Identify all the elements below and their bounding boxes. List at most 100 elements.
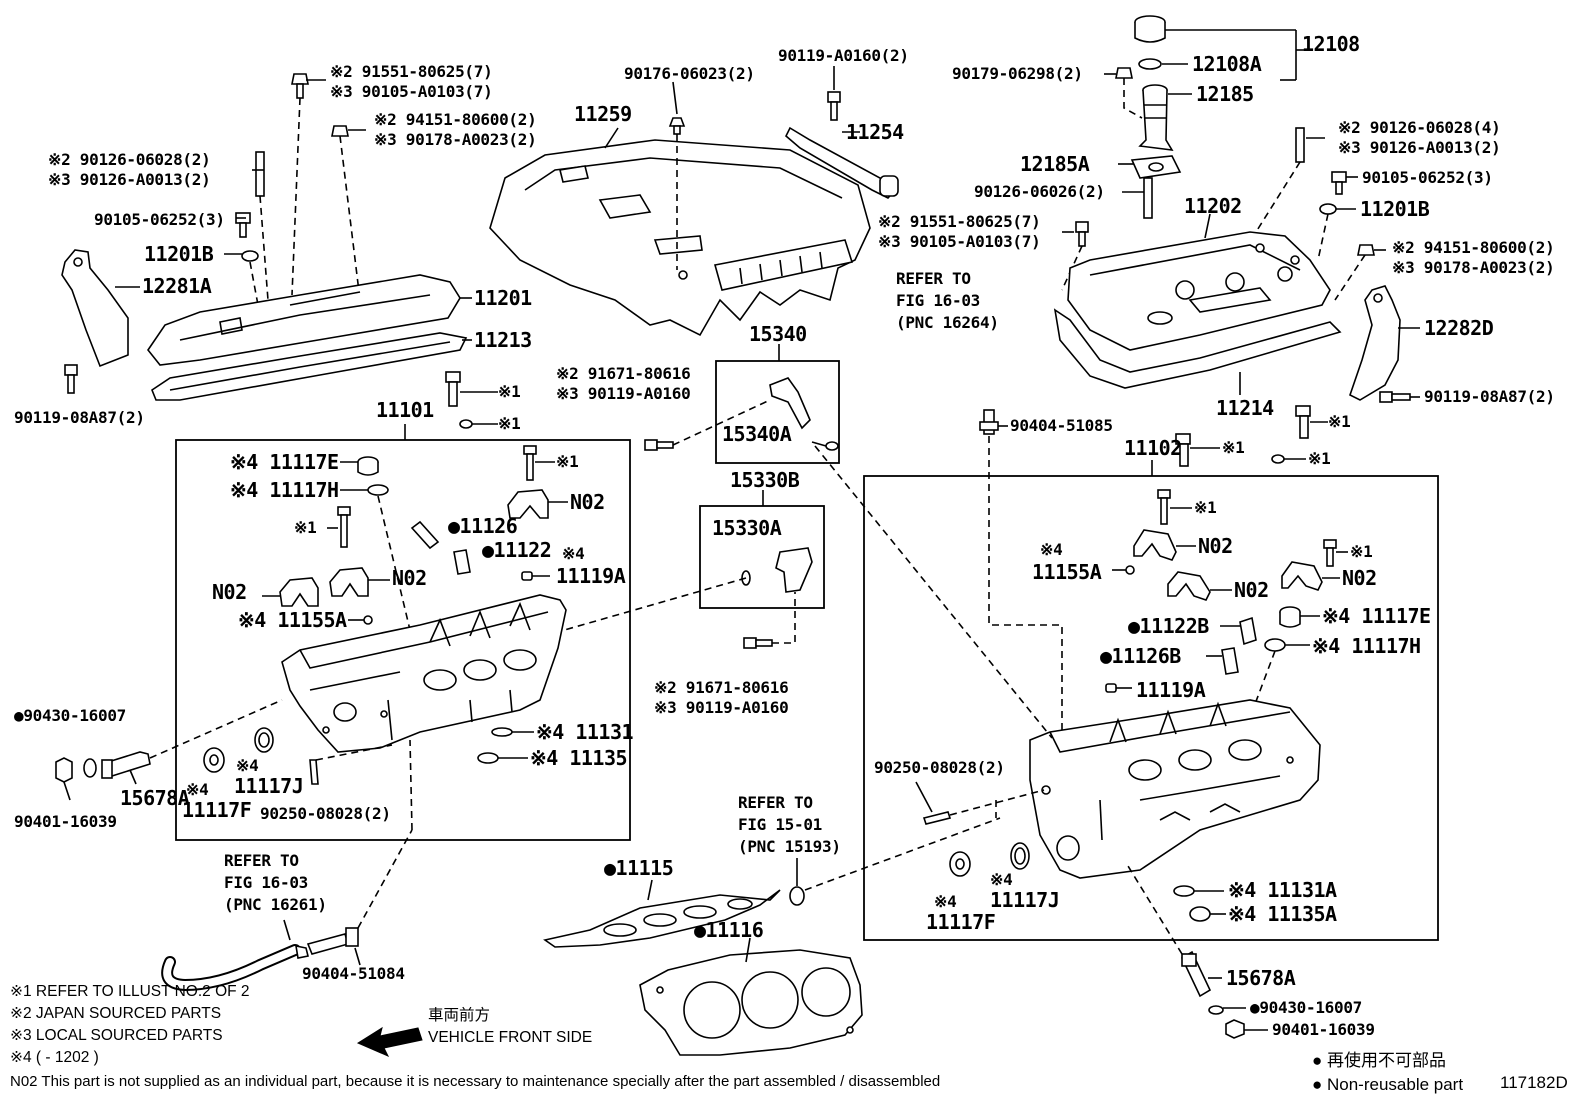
gasket-11115 bbox=[543, 889, 781, 948]
washer-11201b-right bbox=[1319, 203, 1337, 215]
gasket-12108a bbox=[1138, 58, 1162, 70]
label-r-11119a: 11119A bbox=[1136, 678, 1206, 702]
hose-refer-16261 bbox=[161, 944, 309, 992]
valve-cover-gasket-11213 bbox=[151, 332, 468, 401]
label-r-11117j: 11117J bbox=[990, 888, 1060, 912]
label-r-n02b: N02 bbox=[1234, 578, 1269, 602]
note-4: ※4 ( - 1202 ) bbox=[10, 1049, 99, 1066]
valve-cover-gasket-11214 bbox=[1053, 308, 1342, 389]
label-11259: 11259 bbox=[574, 102, 632, 126]
label-l-90250: 90250-08028(2) bbox=[260, 804, 391, 823]
label-r-x1c: ※1 bbox=[1308, 449, 1331, 468]
union-15678a-left bbox=[101, 751, 151, 779]
label-l-11119a: 11119A bbox=[556, 564, 626, 588]
bolt-90105-06252-right bbox=[1331, 171, 1347, 195]
label-l-x4b: ※4 bbox=[186, 780, 209, 799]
label-r-11131a: ※4 11131A bbox=[1228, 878, 1337, 902]
oil-filler-cap-12108 bbox=[1134, 15, 1166, 43]
label-r-11122b: ●11122B bbox=[1128, 614, 1209, 638]
label-r-x1e: ※1 bbox=[1350, 542, 1373, 561]
label-r-n02a: N02 bbox=[1198, 534, 1233, 558]
dowel-11126b bbox=[1221, 647, 1239, 675]
cylinder-head-11101 bbox=[281, 594, 567, 753]
refer-15193-line2: FIG 15-01 bbox=[738, 815, 822, 834]
gasket-11131a-right bbox=[1173, 885, 1195, 897]
label-r-x4: ※4 bbox=[1040, 540, 1063, 559]
valve-cover-11201 bbox=[147, 274, 461, 366]
plug-11117e-right bbox=[1279, 606, 1301, 628]
plug-11117e-left bbox=[357, 456, 379, 476]
pin-11119a-left bbox=[521, 571, 533, 581]
label-r-11117f: 11117F bbox=[926, 910, 996, 934]
label-r-90430: ●90430-16007 bbox=[1250, 998, 1362, 1017]
bolt-90119-08a87-right bbox=[1379, 391, 1411, 403]
gasket-11117h-left bbox=[367, 484, 389, 496]
note-3: ※3 LOCAL SOURCED PARTS bbox=[10, 1027, 223, 1044]
vehicle-front-jp: 車両前方 bbox=[428, 1007, 491, 1024]
engine-hanger-12281a bbox=[61, 249, 129, 368]
label-11202: 11202 bbox=[1184, 194, 1242, 218]
gasket-11116 bbox=[639, 949, 863, 1056]
label-11116: ●11116 bbox=[694, 918, 764, 942]
label-l-n02a: N02 bbox=[570, 490, 605, 514]
refer-15193-line1: REFER TO bbox=[738, 793, 813, 812]
wire-bracket-11254 bbox=[785, 91, 899, 199]
sensor-15340a bbox=[769, 377, 839, 451]
label-r-11135a: ※4 11135A bbox=[1228, 902, 1337, 926]
label-l-11117h: ※4 11117H bbox=[230, 478, 339, 502]
label-90126-06026: 90126-06026(2) bbox=[974, 182, 1105, 201]
label-l-90105-06252: 90105-06252(3) bbox=[94, 210, 225, 229]
bolt-90119-08a87-left bbox=[64, 364, 78, 394]
label-l-11117f: 11117F bbox=[182, 798, 252, 822]
refer-15193-line3: (PNC 15193) bbox=[738, 837, 841, 856]
label-l-15678a: 15678A bbox=[120, 786, 190, 810]
nut-94151-left bbox=[331, 125, 349, 137]
label-r-11155a: 11155A bbox=[1032, 560, 1102, 584]
vehicle-front-en: VEHICLE FRONT SIDE bbox=[428, 1029, 593, 1046]
vehicle-front-arrow-icon bbox=[356, 1026, 423, 1058]
oil-seal-11117j-right bbox=[1010, 842, 1030, 870]
label-c-91551: ※2 91551-80625(7) bbox=[878, 212, 1041, 231]
dowel-11122 bbox=[453, 549, 471, 575]
label-15330a: 15330A bbox=[712, 516, 782, 540]
left-head-bolts bbox=[337, 371, 537, 548]
label-l-n02b: N02 bbox=[212, 580, 247, 604]
label-r-x1a: ※1 bbox=[1222, 438, 1245, 457]
label-l-x4: ※4 bbox=[562, 544, 585, 563]
label-12185: 12185 bbox=[1196, 82, 1254, 106]
label-11214: 11214 bbox=[1216, 396, 1274, 420]
label-r-11126b: ●11126B bbox=[1100, 644, 1181, 668]
label-l-90126-a0013: ※3 90126-A0013(2) bbox=[48, 170, 211, 189]
label-11201: 11201 bbox=[474, 286, 532, 310]
label-l-91551: ※2 91551-80625(7) bbox=[330, 62, 493, 81]
gasket-11117h-right bbox=[1264, 638, 1286, 652]
label-12108: 12108 bbox=[1302, 32, 1360, 56]
sensor-box-15330B bbox=[699, 505, 825, 609]
pin-11119a-right bbox=[1105, 683, 1117, 693]
label-l-x1d: ※1 bbox=[294, 518, 317, 537]
stud-90126-06028-right bbox=[1295, 127, 1305, 163]
label-l-90178: ※3 90178-A0023(2) bbox=[374, 130, 537, 149]
label-l-n02c: N02 bbox=[392, 566, 427, 590]
note-2: ※2 JAPAN SOURCED PARTS bbox=[10, 1005, 222, 1022]
label-r-11117e: ※4 11117E bbox=[1322, 604, 1431, 628]
label-r-x4c: ※4 bbox=[990, 870, 1013, 889]
sensor-15330a bbox=[741, 547, 813, 593]
hose-refer-16264 bbox=[915, 357, 993, 413]
cylinder-head-11102 bbox=[1029, 699, 1321, 879]
label-l-90126-06028: ※2 90126-06028(2) bbox=[48, 150, 211, 169]
label-l-90430: ●90430-16007 bbox=[14, 706, 126, 725]
label-r-15678a: 15678A bbox=[1226, 966, 1296, 990]
label-11213: 11213 bbox=[474, 328, 532, 352]
label-90179-06298: 90179-06298(2) bbox=[952, 64, 1083, 83]
label-s-90119: ※3 90119-A0160 bbox=[556, 384, 691, 403]
o-ring-refer-15193 bbox=[789, 886, 805, 906]
label-15340: 15340 bbox=[749, 322, 807, 346]
label-11122: ●11122 bbox=[482, 538, 552, 562]
label-12185a: 12185A bbox=[1020, 152, 1090, 176]
label-l-11201b: 11201B bbox=[144, 242, 214, 266]
oil-seal-11117j-left bbox=[254, 727, 274, 753]
label-r-90250: 90250-08028(2) bbox=[874, 758, 1005, 777]
ring-11155a-left bbox=[363, 615, 373, 625]
